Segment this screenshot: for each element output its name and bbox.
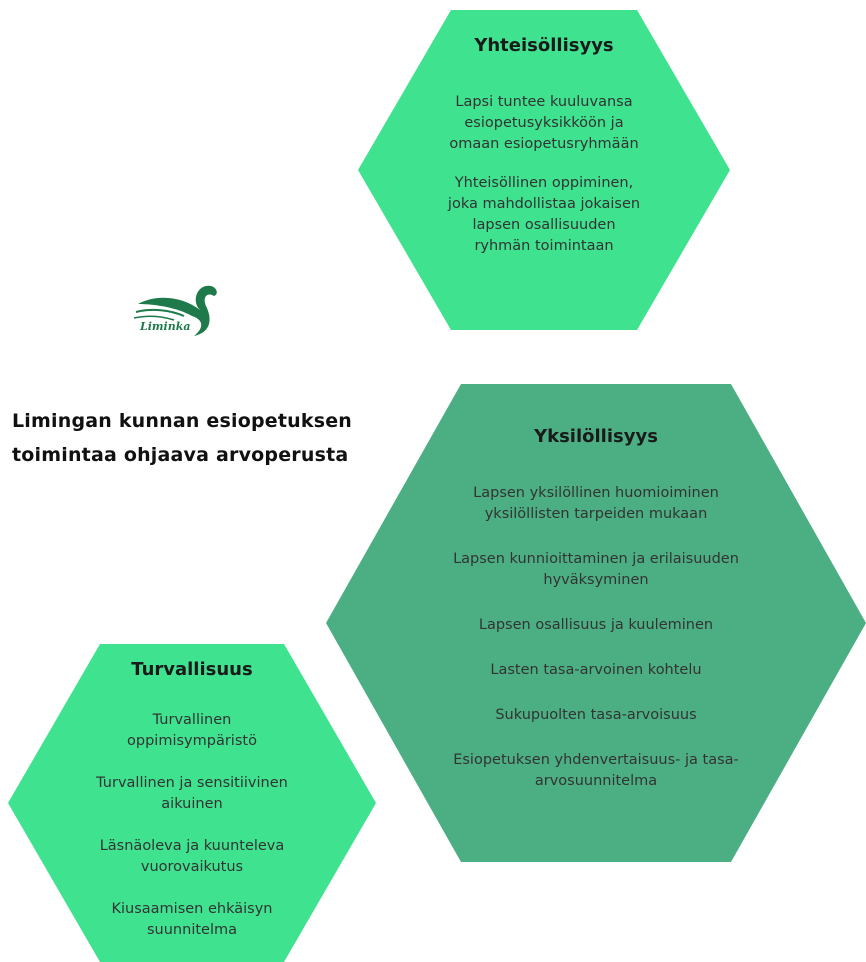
hexagon-content: Yhteisöllisyys Lapsi tuntee kuuluvansa e…: [358, 10, 730, 330]
hexagon-shape: [8, 644, 376, 962]
logo-text: Liminka: [139, 320, 190, 333]
hexagon-yksilollisyys: Yksilöllisyys Lapsen yksilöllinen huomio…: [326, 384, 866, 862]
hexagon-item: Lapsen kunnioittaminen ja erilaisuuden h…: [453, 551, 739, 588]
hexagon-item: Lasten tasa-arvoinen kohtelu: [490, 662, 702, 678]
hexagon-shape: [358, 10, 730, 330]
hexagon-item: Kiusaamisen ehkäisyn suunnitelma: [111, 901, 273, 938]
hexagon-item: Yhteisöllinen oppiminen, joka mahdollist…: [447, 175, 641, 254]
hexagon-content: Turvallisuus Turvallinen oppimisympärist…: [8, 644, 376, 962]
hexagon-item: Lapsi tuntee kuuluvansa esiopetusyksikkö…: [449, 94, 639, 152]
hexagon-item: Lapsen osallisuus ja kuuleminen: [478, 617, 714, 633]
hexagon-item: Esiopetuksen yhdenvertaisuus- ja tasa- a…: [453, 752, 739, 789]
hexagon-item: Sukupuolten tasa-arvoisuus: [495, 707, 697, 723]
hexagon-title: Turvallisuus: [131, 659, 253, 680]
hexagon-title: Yksilöllisyys: [534, 426, 658, 447]
hexagon-content: Yksilöllisyys Lapsen yksilöllinen huomio…: [326, 384, 866, 862]
hexagon-item: Läsnäoleva ja kuunteleva vuorovaikutus: [99, 838, 285, 875]
hexagon-item: Turvallinen oppimisympäristö: [127, 712, 257, 749]
page-title: Limingan kunnan esiopetuksen toimintaa o…: [12, 410, 353, 466]
hexagon-turvallisuus: Turvallisuus Turvallinen oppimisympärist…: [8, 644, 376, 962]
hexagon-item: Lapsen yksilöllinen huomioiminen yksilöl…: [473, 485, 719, 522]
liminka-logo: Liminka: [133, 282, 226, 342]
hexagon-item: Turvallinen ja sensitiivinen aikuinen: [96, 775, 288, 812]
hexagon-yhteisollisyys: Yhteisöllisyys Lapsi tuntee kuuluvansa e…: [358, 10, 730, 330]
swan-icon: Liminka: [133, 285, 217, 336]
hexagon-title: Yhteisöllisyys: [474, 35, 614, 56]
